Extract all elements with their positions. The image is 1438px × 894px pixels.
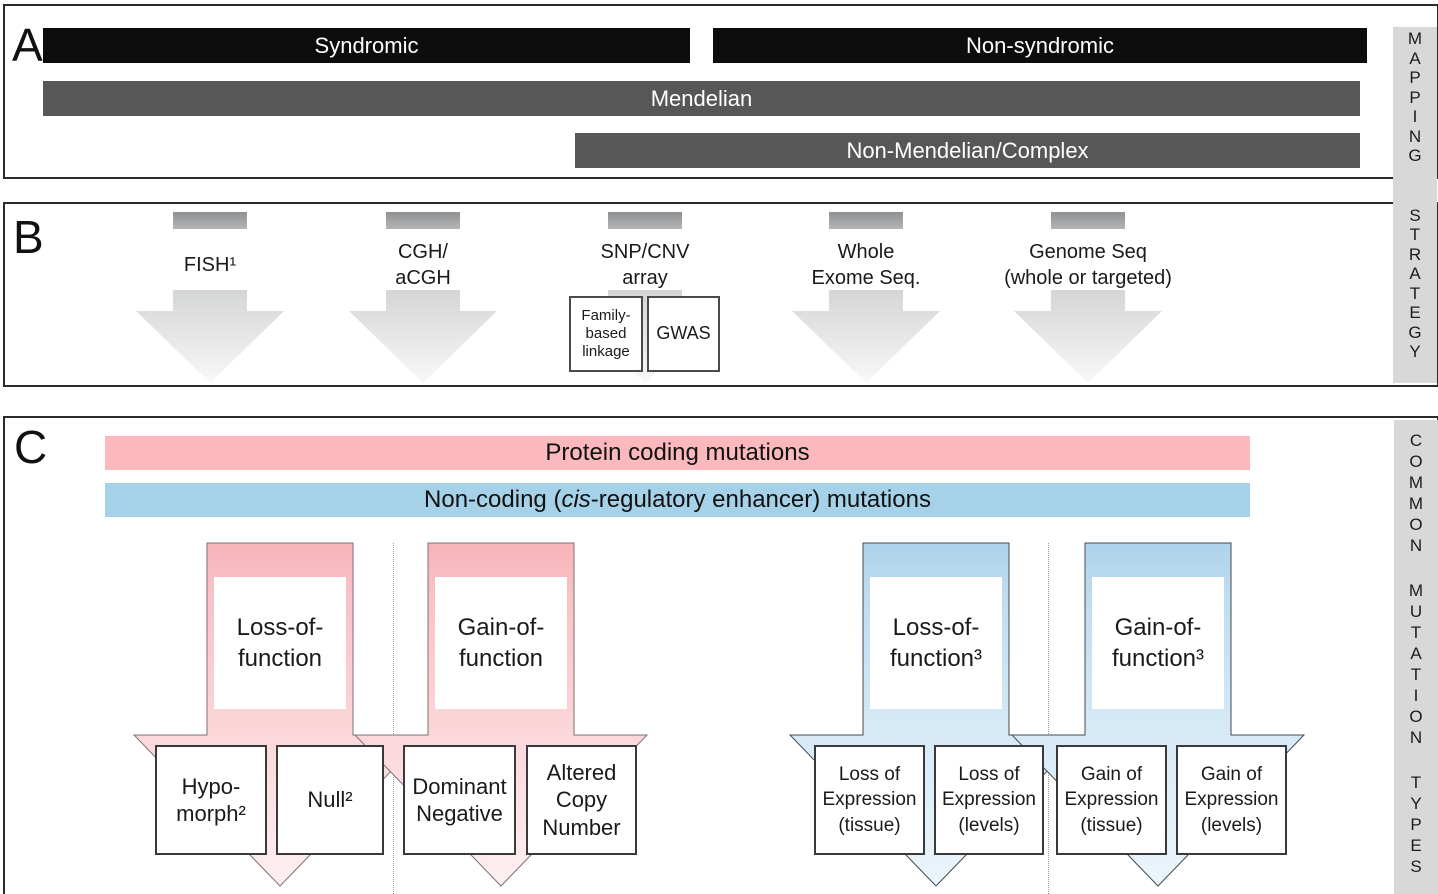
- altered-copy-number-box: Altered Copy Number: [526, 745, 637, 855]
- fish-arrow-top-bar: [173, 212, 247, 229]
- gain-expression-levels-label: Gain of Expression (levels): [1184, 763, 1279, 836]
- dotted-divider-noncoding: [1048, 543, 1049, 894]
- strip-word-mapping: M A P P I N G: [1407, 29, 1423, 165]
- bar-non-syndromic: Non-syndromic: [713, 28, 1367, 63]
- snp-label: SNP/CNV array: [600, 240, 690, 289]
- altered-copy-number-label: Altered Copy Number: [542, 759, 621, 840]
- strip-word-types: T Y P E S: [1410, 773, 1422, 876]
- loss-expression-levels-label: Loss of Expression (levels): [942, 763, 1036, 836]
- gseq-label: Genome Seq (whole or targeted): [1004, 240, 1172, 289]
- cgh-label: CGH/ aCGH: [395, 240, 451, 289]
- loss-expression-levels-box: Loss of Expression (levels): [934, 745, 1044, 855]
- bar-protein-coding: Protein coding mutations: [105, 436, 1250, 470]
- bar-syndromic: Syndromic: [43, 28, 690, 63]
- hypomorph-label: Hypo- morph²: [176, 773, 246, 827]
- strip-word-strategy: S T R A T E G Y: [1408, 205, 1422, 362]
- gseq-arrow-top-bar: [1051, 212, 1125, 229]
- lof-protein-label-box: Loss-of- function: [214, 577, 346, 709]
- strip-mapping-strategy: M A P P I N G S T R A T E G Y: [1393, 27, 1437, 383]
- null-box: Null²: [276, 745, 384, 855]
- dominant-negative-label: Dominant Negative: [412, 773, 507, 827]
- gof-protein-label-box: Gain-of- function: [435, 577, 567, 709]
- bar-mendelian-label: Mendelian: [650, 85, 753, 111]
- loss-expression-tissue-label: Loss of Expression (tissue): [822, 763, 917, 836]
- bar-non-syndromic-label: Non-syndromic: [966, 32, 1114, 58]
- gof-noncoding-label: Gain-of- function³: [1111, 613, 1205, 672]
- bar-non-mendelian-label: Non-Mendelian/Complex: [846, 137, 1089, 163]
- gwas-box: GWAS: [647, 296, 720, 372]
- dominant-negative-box: Dominant Negative: [403, 745, 516, 855]
- family-linkage-label: Family- based linkage: [581, 306, 631, 361]
- strip-word-common: C O M M O N: [1408, 431, 1424, 555]
- wes-arrow-top-bar: [829, 212, 903, 229]
- bar-noncoding-label: Non-coding (cis-regulatory enhancer) mut…: [424, 486, 931, 513]
- family-linkage-box: Family- based linkage: [569, 296, 643, 372]
- dotted-divider-protein: [393, 543, 394, 894]
- bar-protein-coding-label: Protein coding mutations: [545, 439, 810, 466]
- bar-syndromic-label: Syndromic: [314, 32, 419, 58]
- gain-expression-tissue-box: Gain of Expression (tissue): [1056, 745, 1167, 855]
- null-label: Null²: [307, 787, 353, 813]
- gwas-label: GWAS: [656, 323, 711, 344]
- hypomorph-box: Hypo- morph²: [155, 745, 267, 855]
- gof-protein-label: Gain-of- function: [457, 613, 545, 672]
- cis-italic: cis: [561, 486, 591, 513]
- bar-noncoding: Non-coding (cis-regulatory enhancer) mut…: [105, 483, 1250, 517]
- fish-label: FISH¹: [183, 253, 237, 276]
- gseq-down-arrow-icon: [1014, 290, 1162, 383]
- fish-down-arrow-icon: [136, 290, 284, 383]
- panel-c-letter: C: [14, 421, 48, 473]
- lof-protein-label: Loss-of- function: [236, 613, 324, 672]
- gain-expression-levels-box: Gain of Expression (levels): [1176, 745, 1287, 855]
- wes-label: Whole Exome Seq.: [811, 240, 921, 289]
- gain-expression-tissue-label: Gain of Expression (tissue): [1064, 763, 1159, 836]
- snp-arrow-top-bar: [608, 212, 682, 229]
- lof-noncoding-label: Loss-of- function³: [889, 613, 983, 672]
- bar-mendelian: Mendelian: [43, 81, 1360, 116]
- bar-non-mendelian: Non-Mendelian/Complex: [575, 133, 1360, 168]
- cgh-down-arrow-icon: [349, 290, 497, 383]
- panel-a-letter: A: [12, 19, 43, 71]
- gof-noncoding-label-box: Gain-of- function³: [1092, 577, 1224, 709]
- strip-word-mutation: M U T A T I O N: [1408, 581, 1424, 747]
- panel-b-letter: B: [13, 211, 44, 263]
- strip-common-mutation-types: C O M M O N M U T A T I O N T Y P E S: [1394, 420, 1438, 894]
- cgh-arrow-top-bar: [386, 212, 460, 229]
- wes-down-arrow-icon: [792, 290, 940, 383]
- lof-noncoding-label-box: Loss-of- function³: [870, 577, 1002, 709]
- loss-expression-tissue-box: Loss of Expression (tissue): [814, 745, 925, 855]
